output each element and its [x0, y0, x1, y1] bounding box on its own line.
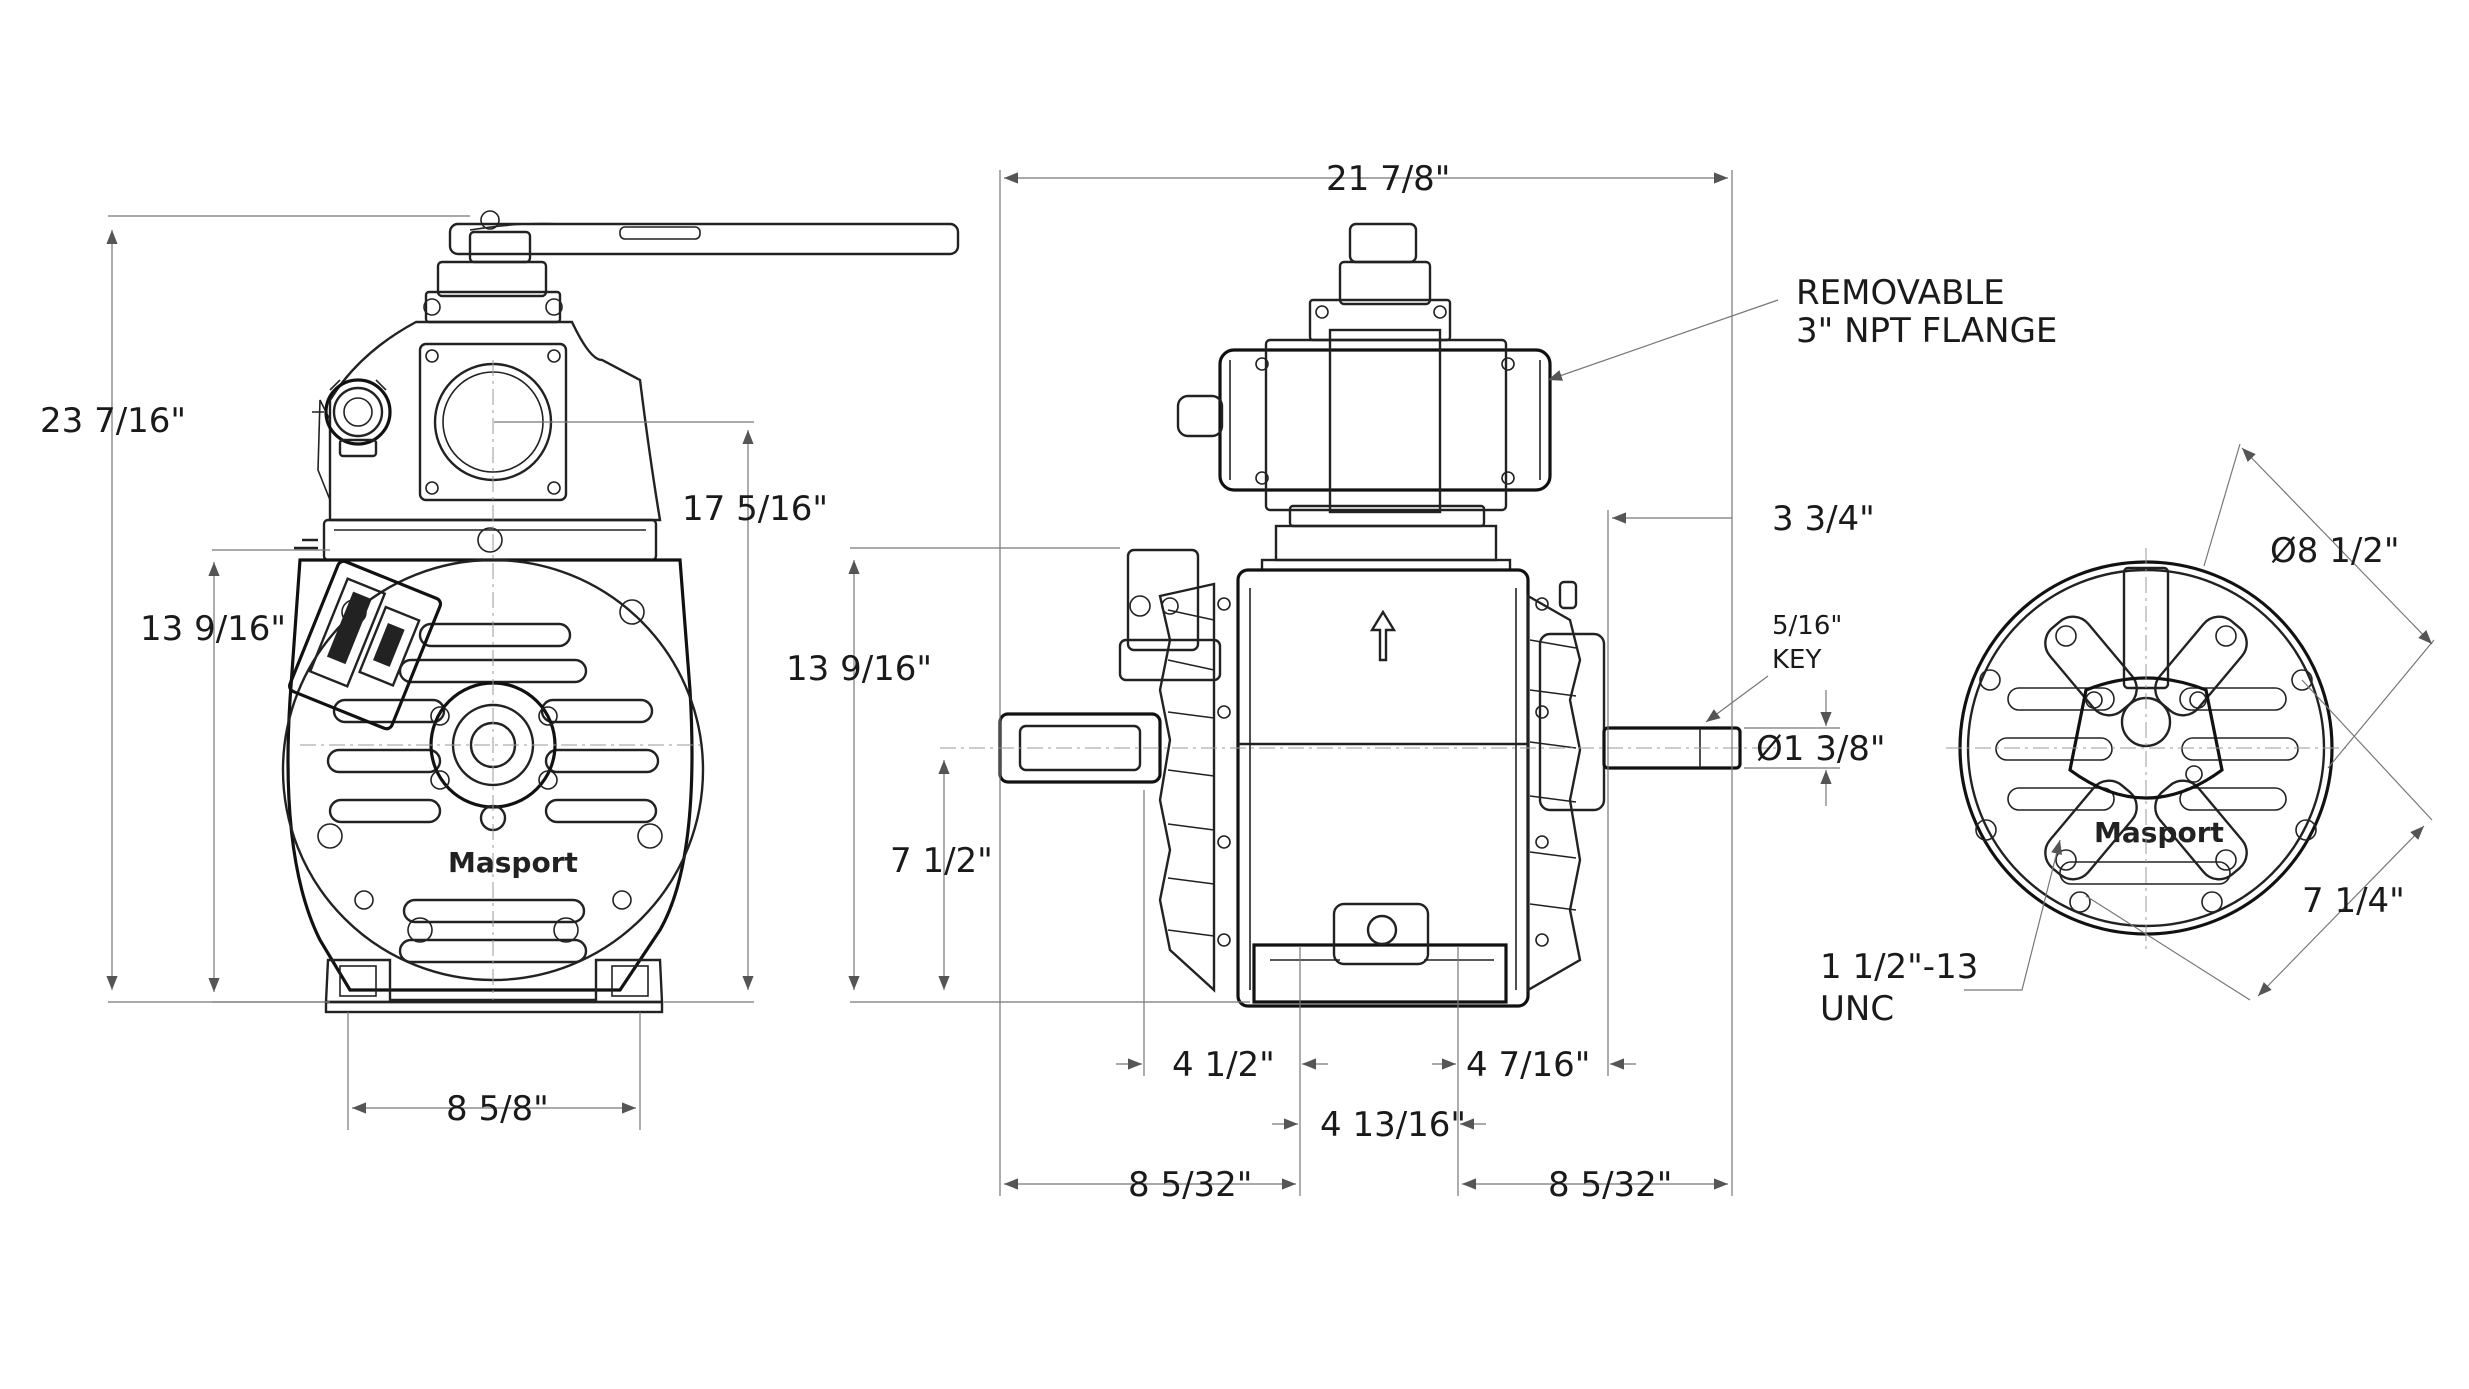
- side-view: 21 7/8" REMOVABLE 3" NPT FLANGE 3 3/4" 5…: [786, 159, 2057, 1205]
- side-shaft: [1602, 726, 1742, 770]
- side-right-fins: [1526, 593, 1582, 993]
- key-size: 5/16": [1772, 611, 1842, 641]
- pump-flange: [322, 518, 658, 562]
- side-valve-cap: [1348, 222, 1418, 264]
- dim-shaft-diameter: Ø1 3/8": [1756, 729, 1886, 769]
- solenoid-box: [288, 559, 443, 731]
- gauge: [312, 378, 392, 458]
- key-label: KEY: [1772, 645, 1821, 675]
- thread-spec-line2: UNC: [1820, 989, 1894, 1029]
- dim-mount-right: 4 7/16": [1466, 1045, 1590, 1085]
- flange-hub: [2068, 676, 2224, 800]
- pump-housing: [286, 558, 694, 992]
- dim-bolt-circle: 7 1/4": [2302, 881, 2405, 921]
- dim-overall-height: 23 7/16": [40, 401, 186, 441]
- side-base: [1252, 943, 1508, 1004]
- dim-flange-diameter: Ø8 1/2": [2270, 531, 2400, 571]
- dim-base-width: 8 5/8": [446, 1089, 549, 1129]
- dim-port-center-height: 17 5/16": [682, 489, 828, 529]
- logo-text: Masport: [448, 846, 578, 879]
- side-valve-body: [1218, 348, 1552, 492]
- dim-shaft-extension: 3 3/4": [1772, 499, 1875, 539]
- flange-logo-text: Masport: [2094, 816, 2224, 849]
- front-view: Masport 23 7/16" 13 9/16" 17 5/16" 8 5/8…: [40, 210, 960, 1130]
- thread-spec-line1: 1 1/2"-13: [1820, 947, 1978, 987]
- dim-left-overhang: 8 5/32": [1128, 1165, 1252, 1205]
- side-housing: [1236, 568, 1530, 1008]
- dim-right-overhang: 8 5/32": [1548, 1165, 1672, 1205]
- dim-side-height: 13 9/16": [786, 649, 932, 689]
- dim-mount-left: 4 1/2": [1172, 1045, 1275, 1085]
- dim-side-shaft-height: 7 1/2": [890, 841, 993, 881]
- flange-view: Masport Ø8 1/2" 7 1/4" 1 1/2"-13 UNC: [1820, 443, 2435, 1029]
- side-left-fins: [1158, 582, 1216, 993]
- dim-overall-length: 21 7/8": [1326, 159, 1450, 199]
- dim-shaft-height-front: 13 9/16": [140, 609, 286, 649]
- flange-note-line2: 3" NPT FLANGE: [1796, 311, 2057, 351]
- valve-cap: [436, 260, 548, 298]
- flow-arrow: [1369, 609, 1397, 662]
- valve-body: [328, 320, 662, 522]
- lever-arm: [448, 222, 960, 256]
- dim-mount-spacing: 4 13/16": [1320, 1105, 1466, 1145]
- flange-note-line1: REMOVABLE: [1796, 273, 2005, 313]
